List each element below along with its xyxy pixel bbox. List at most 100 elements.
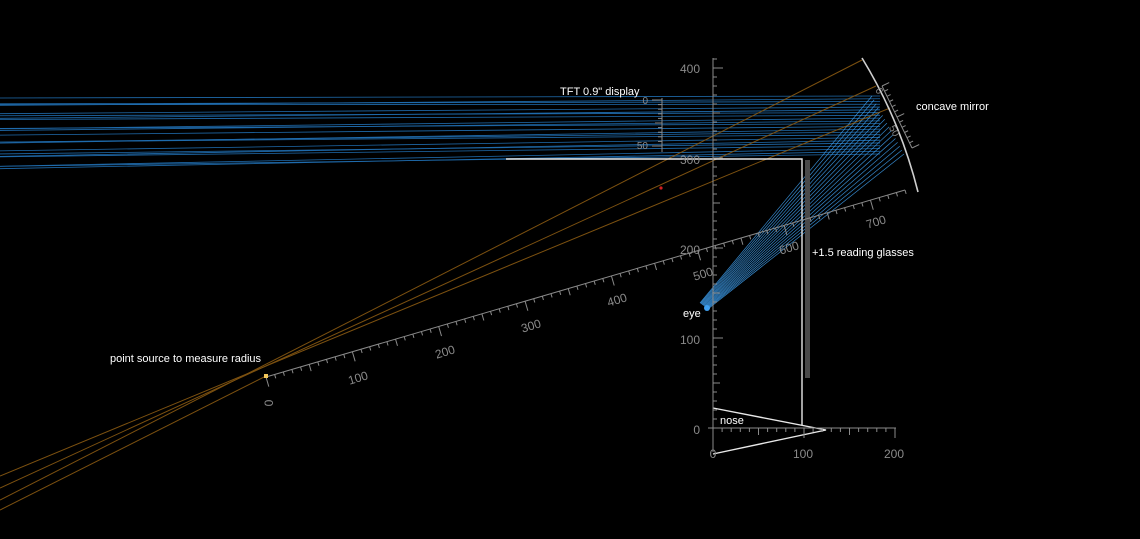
- radius-tick-label: 700: [864, 212, 888, 231]
- display-ruler: [652, 98, 663, 152]
- radius-ruler-tick: [610, 275, 615, 286]
- radius-ruler-tick: [904, 189, 907, 194]
- concave-mirror: [861, 57, 920, 193]
- mirror-ruler-tick: [894, 109, 899, 113]
- radius-tick-label: 300: [519, 316, 543, 335]
- display-ray: [0, 131, 881, 143]
- display-ray: [0, 117, 881, 130]
- radius-tick-label: 600: [777, 238, 801, 257]
- radius-ruler-tick: [844, 207, 847, 212]
- radius-ruler-tick: [878, 197, 881, 202]
- eye-ray: [701, 111, 881, 305]
- eye-ray: [700, 99, 875, 304]
- radius-ruler-tick: [852, 205, 855, 210]
- nose-label: nose: [720, 415, 744, 427]
- radius-ruler-tick: [766, 230, 769, 235]
- radius-ruler-tick: [464, 318, 467, 323]
- display-ray-bundle: [0, 95, 881, 170]
- display-tick-label: 0: [642, 96, 648, 107]
- display-label: TFT 0.9" display: [560, 86, 640, 98]
- radius-ruler-tick: [360, 349, 363, 354]
- radius-ruler-tick: [800, 220, 803, 225]
- eye-label: eye: [683, 308, 701, 320]
- radius-ruler-tick: [576, 285, 579, 291]
- mirror-ruler-tick: [896, 113, 905, 118]
- display-ray: [0, 95, 881, 99]
- mirror-ruler-tick: [901, 125, 906, 128]
- radius-ruler-tick: [429, 328, 432, 333]
- radius-ruler-tick: [325, 359, 329, 364]
- mirror-ruler-tick: [904, 130, 909, 133]
- eye-ray: [702, 115, 883, 306]
- radius-ruler-tick: [645, 265, 648, 270]
- radius-ruler-tick: [420, 331, 424, 336]
- point-source-rays: [0, 59, 891, 511]
- radius-tick-label: 500: [691, 264, 715, 283]
- radius-ruler-tick: [507, 306, 510, 311]
- radius-ruler-tick: [783, 225, 788, 236]
- display-ray: [0, 125, 881, 136]
- head-outline: [506, 158, 827, 455]
- radius-ruler-tick: [731, 240, 734, 245]
- radius-ruler-tick: [541, 295, 544, 301]
- radius-ruler-tick: [308, 364, 312, 372]
- display-ray: [0, 145, 881, 158]
- mirror-ruler-tick: [906, 135, 911, 139]
- radius-ruler-tick: [740, 237, 744, 245]
- radius-ruler-tick: [343, 354, 346, 359]
- mirror-tick-label: 50: [886, 124, 901, 140]
- radius-ruler-tick: [490, 311, 493, 316]
- radius-ruler-tick: [749, 235, 752, 240]
- radius-ruler-tick: [619, 273, 622, 278]
- display-ray: [0, 106, 881, 115]
- horizontal-tick-label: 0: [710, 447, 717, 461]
- radius-ruler-tick: [300, 366, 303, 371]
- vertical-tick-label: 200: [680, 243, 700, 257]
- radius-ruler-tick: [351, 351, 356, 362]
- display-ruler-labels: 0 50: [637, 96, 649, 152]
- radius-ruler-tick: [818, 215, 821, 220]
- radius-ruler-tick: [809, 217, 812, 222]
- horizontal-tick-label: 200: [884, 447, 904, 461]
- vertical-tick-label: 400: [680, 62, 700, 76]
- mirror-ruler-tick: [911, 144, 920, 149]
- mirror-ruler-tick: [891, 104, 896, 108]
- horizontal-ruler-labels: 0 100 200: [710, 447, 905, 461]
- radius-ruler-tick: [377, 344, 380, 349]
- radius-ruler-tick: [757, 232, 760, 237]
- display-ray: [0, 114, 881, 120]
- radius-ruler-tick: [412, 333, 415, 339]
- eye-ray: [703, 122, 888, 307]
- radius-ruler-tick: [723, 242, 726, 248]
- point-source-label: point source to measure radius: [110, 353, 262, 365]
- eye-ray: [707, 149, 903, 309]
- radius-ruler-tick: [697, 250, 702, 261]
- glasses-label: +1.5 reading glasses: [812, 247, 914, 259]
- radius-ruler-tick: [654, 263, 658, 271]
- radius-ruler-tick: [481, 313, 485, 321]
- vertical-ruler: [712, 58, 723, 452]
- radius-ruler-tick: [887, 194, 890, 200]
- radius-ruler-tick: [602, 278, 605, 283]
- mirror-ruler-labels: 0 50: [872, 86, 901, 139]
- radius-tick-label: 100: [346, 368, 370, 387]
- radius-ruler-tick: [274, 374, 277, 379]
- eye-ray-bundle: [699, 95, 905, 310]
- radius-ruler-tick: [265, 376, 270, 387]
- mirror-ruler-tick: [886, 94, 891, 97]
- radius-ruler-tick: [533, 298, 536, 303]
- radius-ruler-tick: [386, 341, 389, 346]
- radius-ruler: [265, 189, 907, 387]
- mirror-ruler: [881, 82, 920, 149]
- radius-ruler-tick: [317, 361, 320, 366]
- radius-ruler-tick: [498, 308, 501, 313]
- display-ray: [0, 134, 881, 143]
- radius-ruler-tick: [861, 202, 864, 207]
- point-source-marker: [264, 374, 268, 378]
- vertical-ruler-labels: 0 100 200 300 400: [680, 62, 700, 437]
- radius-ruler-tick: [688, 253, 691, 258]
- radius-ruler-tick: [628, 270, 631, 275]
- eye-marker: [704, 305, 710, 311]
- radius-ruler-tick: [438, 326, 442, 337]
- radius-ruler-tick: [515, 303, 519, 308]
